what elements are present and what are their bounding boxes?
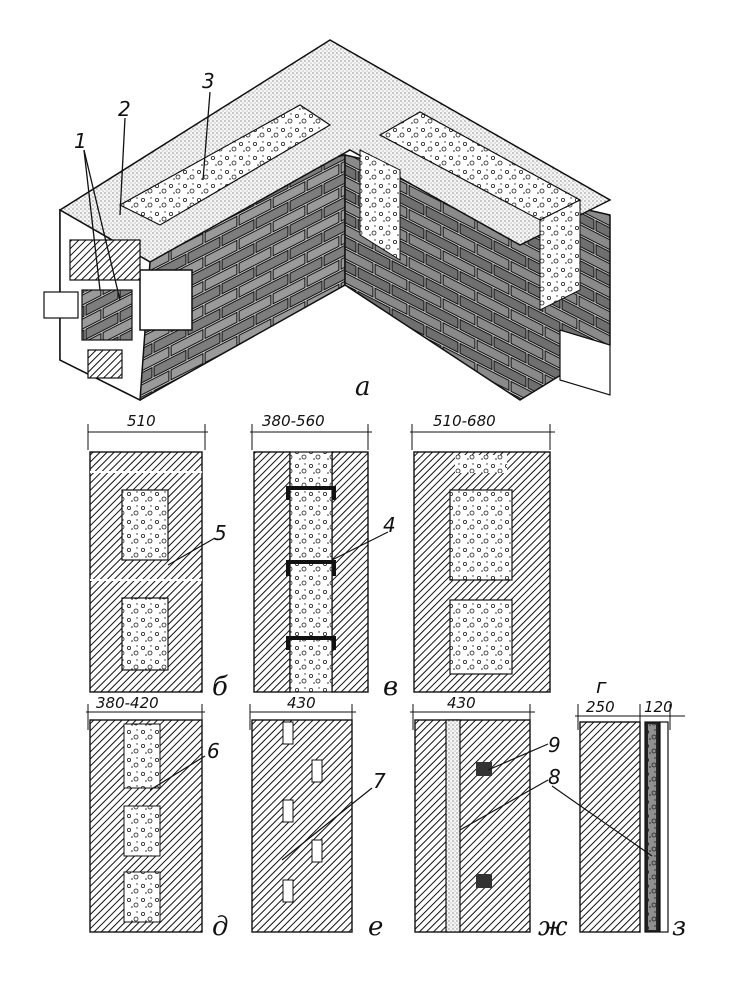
isometric-wall-corner: 1 2 3 а [43, 39, 612, 402]
label-2: 2 [118, 97, 131, 121]
label-1: 1 [74, 129, 87, 153]
callout-8: 8 [548, 765, 561, 789]
dim-510-680: 510-680 [433, 412, 496, 430]
caption-e: е [368, 912, 383, 942]
panel-z: г 250 120 з [551, 674, 686, 942]
panel-e: 430 7 е [249, 694, 386, 942]
panel-g: 510-680 [410, 412, 555, 693]
dim-120: 120 [644, 698, 673, 716]
callout-5: 5 [214, 521, 227, 545]
caption-v: в [383, 672, 398, 702]
caption-z: з [672, 912, 686, 942]
panel-d: 380-420 6 д [86, 694, 228, 942]
dim-510: 510 [127, 412, 156, 430]
callout-4: 4 [383, 513, 396, 537]
panel-b: 510 5 б [87, 412, 228, 702]
label-3: 3 [202, 69, 215, 93]
dim-380-560: 380-560 [262, 412, 325, 430]
caption-a: а [355, 372, 371, 402]
panel-zh: 430 9 8 ж [410, 694, 568, 942]
dim-380-420: 380-420 [96, 694, 159, 712]
panel-v: 380-560 4 в [250, 412, 398, 702]
dim-430-e: 430 [287, 694, 316, 712]
caption-b: б [212, 672, 228, 702]
callout-7: 7 [373, 769, 386, 793]
callout-6: 6 [207, 739, 220, 763]
dim-250: 250 [586, 698, 615, 716]
dim-430-zh: 430 [447, 694, 476, 712]
callout-9: 9 [548, 733, 561, 757]
caption-zh: ж [538, 912, 568, 942]
caption-d: д [212, 912, 228, 942]
caption-g: г [596, 674, 607, 698]
